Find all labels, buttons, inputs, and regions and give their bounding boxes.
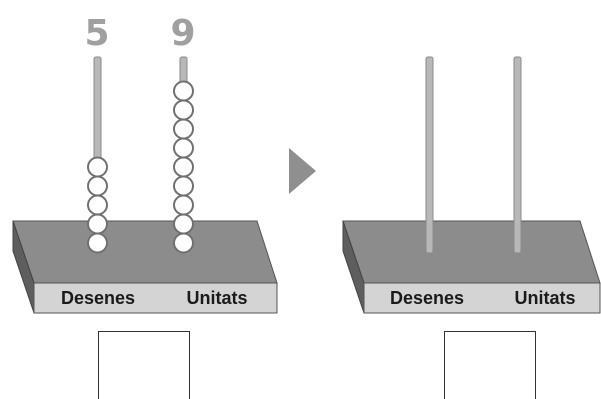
abacus-bead bbox=[173, 213, 194, 235]
play-triangle-icon bbox=[289, 148, 316, 194]
abacus-bead bbox=[173, 194, 194, 216]
abacus-bead bbox=[173, 137, 194, 159]
abacus-left-units-digit: 9 bbox=[170, 13, 196, 54]
abacus-right-tens-label: Desenes bbox=[389, 288, 465, 308]
abacus-left-tens-label: Desenes bbox=[60, 288, 136, 308]
abacus-bead bbox=[173, 156, 194, 178]
abacus-right-units-label: Unitats bbox=[514, 288, 576, 308]
abacus-bead bbox=[173, 175, 194, 197]
abacus-left-tens-digit: 5 bbox=[84, 13, 110, 54]
abacus-left-board-top bbox=[12, 220, 278, 284]
abacus-bead bbox=[87, 175, 108, 197]
abacus-right-board-front bbox=[363, 282, 601, 314]
abacus-bead bbox=[87, 194, 108, 216]
abacus-left-units-beads bbox=[173, 80, 194, 254]
abacus-right-tens-rod bbox=[425, 56, 434, 254]
abacus-left-board-front bbox=[33, 282, 278, 314]
abacus-bead bbox=[87, 232, 108, 254]
abacus-right-units-rod bbox=[513, 56, 522, 254]
abacus-bead bbox=[87, 213, 108, 235]
abacus-left-tens-beads bbox=[87, 156, 108, 254]
abacus-bead bbox=[87, 156, 108, 178]
answer-box-right[interactable] bbox=[444, 331, 536, 399]
abacus-right-board-top bbox=[342, 220, 601, 284]
abacus-bead bbox=[173, 80, 194, 102]
abacus-left-units-label: Unitats bbox=[186, 288, 248, 308]
abacus-left-board bbox=[12, 220, 278, 314]
abacus-bead bbox=[173, 232, 194, 254]
abacus-right-board bbox=[342, 220, 601, 314]
answer-box-left[interactable] bbox=[98, 331, 190, 399]
abacus-bead bbox=[173, 99, 194, 121]
abacus-bead bbox=[173, 118, 194, 140]
